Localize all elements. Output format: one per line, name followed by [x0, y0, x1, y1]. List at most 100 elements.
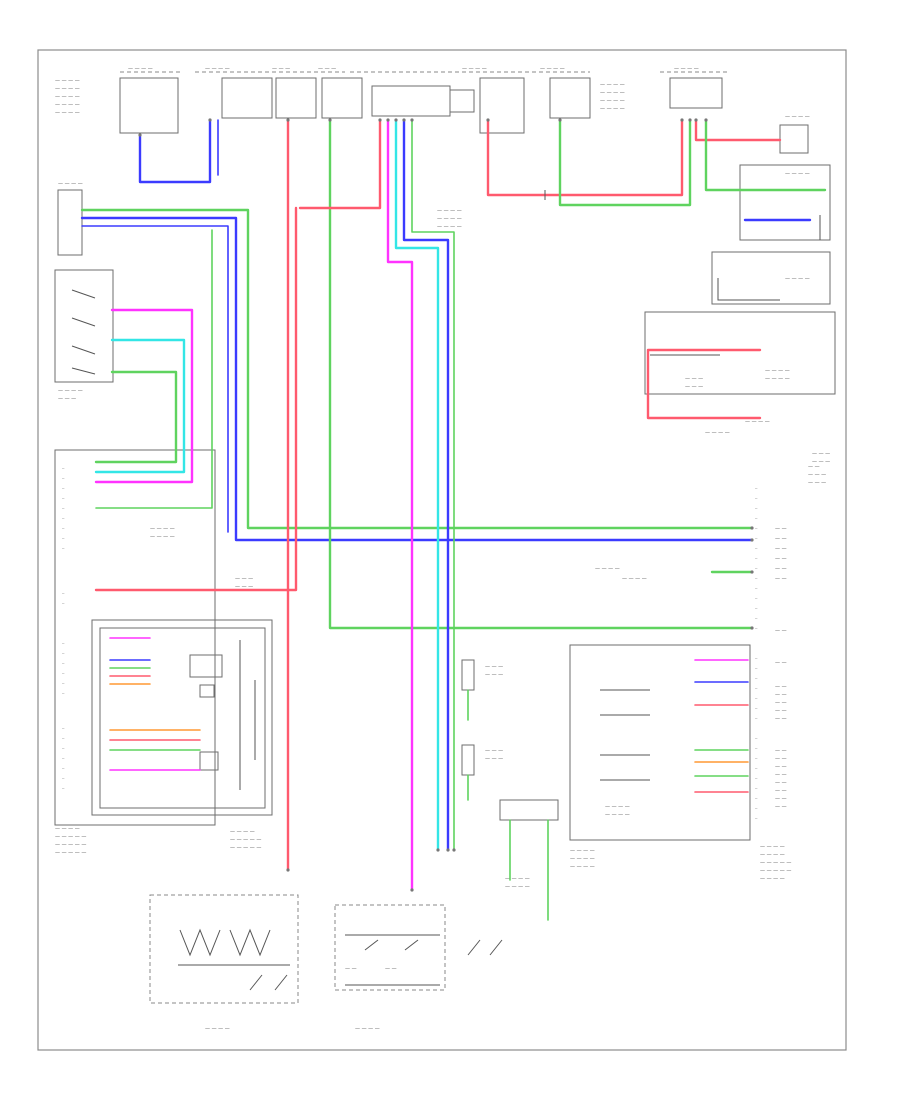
wire-green-lower-bus [328, 118, 754, 630]
svg-text:—: — [755, 546, 758, 551]
wire-blue-bus [80, 216, 754, 542]
svg-text:— —: — — [775, 566, 787, 572]
wire-blue-top-left [138, 118, 212, 184]
svg-text:— — — —: — — — — [760, 852, 785, 858]
terminals [138, 118, 754, 892]
svg-text:—: — [755, 776, 758, 781]
wire-magenta-switch [94, 308, 194, 484]
svg-text:—: — [755, 796, 758, 801]
svg-text:—: — [755, 606, 758, 611]
wire-green-bottom [509, 819, 549, 921]
svg-text:—: — [755, 666, 758, 671]
svg-text:— —: — — [775, 772, 787, 778]
wire-red-main [94, 118, 382, 872]
svg-text:— — — —: — — — — [745, 419, 770, 425]
svg-text:— — — —: — — — — [128, 66, 153, 72]
svg-text:— — —: — — — [272, 66, 290, 72]
svg-text:— — —: — — — [235, 584, 253, 590]
svg-text:— — — —: — — — — [205, 1026, 230, 1032]
svg-text:— —: — — [808, 464, 820, 470]
svg-text:— —: — — [775, 700, 787, 706]
svg-text:— — — —: — — — — [600, 98, 625, 104]
right-components: — — — — — — — — — — — — — — — — — — — — — — — — — — — — — — … [569, 464, 826, 882]
svg-text:— — — —: — — — — [622, 576, 647, 582]
svg-text:— — — —: — — — — [785, 276, 810, 282]
svg-text:— — — —: — — — — [765, 368, 790, 374]
svg-text:—: — [755, 766, 758, 771]
svg-text:—: — [62, 546, 65, 551]
svg-text:— — — —: — — — — [437, 216, 462, 222]
svg-text:— — — —: — — — — [505, 884, 530, 890]
svg-text:— —: — — [775, 788, 787, 794]
svg-text:— —: — — [775, 526, 787, 532]
svg-text:—: — [755, 576, 758, 581]
svg-text:— — — — —: — — — — — [55, 842, 86, 848]
svg-text:— —: — — [775, 684, 787, 690]
svg-text:— — —: — — — [485, 664, 503, 670]
svg-text:—: — [62, 671, 65, 676]
svg-text:— — — —: — — — — [462, 66, 487, 72]
svg-text:—: — [62, 756, 65, 761]
wire-cyan-switch [94, 338, 186, 474]
svg-text:—: — [62, 681, 65, 686]
svg-text:— — — —: — — — — [230, 829, 255, 835]
wire-green-switch-2 [95, 229, 213, 509]
svg-text:— — — —: — — — — [55, 78, 80, 84]
wire-black-right [650, 215, 821, 356]
wire-green-bus [80, 208, 754, 530]
svg-text:— —: — — [775, 708, 787, 714]
svg-text:— —: — — [775, 748, 787, 754]
svg-text:— —: — — [775, 536, 787, 542]
svg-text:—: — [755, 536, 758, 541]
svg-text:—: — [755, 496, 758, 501]
wire-green-vertical [411, 119, 455, 851]
svg-text:— —: — — [775, 576, 787, 582]
svg-text:— — — —: — — — — [55, 86, 80, 92]
svg-text:—: — [62, 591, 65, 596]
svg-text:— —: — — [775, 660, 787, 666]
wire-blue-vertical [402, 118, 450, 852]
svg-text:— — — — —: — — — — — [230, 845, 261, 851]
svg-text:— —: — — [775, 780, 787, 786]
svg-text:— — — —: — — — — [570, 864, 595, 870]
svg-text:— — — —: — — — — [605, 812, 630, 818]
svg-text:— — — —: — — — — [58, 181, 83, 187]
svg-text:— — —: — — — [808, 480, 826, 486]
svg-text:—: — [755, 596, 758, 601]
svg-text:— — — — —: — — — — — [760, 860, 791, 866]
svg-text:—: — [755, 626, 758, 631]
wire-blue-bus-2 [81, 225, 229, 533]
svg-text:—: — [62, 516, 65, 521]
svg-text:— — — — —: — — — — — [55, 834, 86, 840]
svg-text:— — — —: — — — — [437, 224, 462, 230]
svg-text:— — —: — — — [318, 66, 336, 72]
svg-text:— — —: — — — [812, 459, 830, 465]
svg-text:— — —: — — — [485, 672, 503, 678]
wire-black-ground [239, 190, 546, 790]
svg-text:—: — [755, 656, 758, 661]
wire-red-right-loop [646, 348, 762, 420]
svg-text:—: — [755, 516, 758, 521]
svg-text:— — — — —: — — — — — [230, 837, 261, 843]
svg-text:—: — [755, 696, 758, 701]
svg-text:— — —: — — — [485, 748, 503, 754]
svg-text:—: — [62, 476, 65, 481]
svg-text:— —: — — [385, 966, 397, 972]
wires [80, 118, 827, 921]
svg-text:—: — [755, 676, 758, 681]
svg-text:— — — —: — — — — [540, 66, 565, 72]
svg-text:— — — —: — — — — [150, 534, 175, 540]
wire-green-right [558, 118, 827, 207]
svg-text:—: — [755, 816, 758, 821]
svg-text:—: — [755, 586, 758, 591]
svg-text:— —: — — [775, 628, 787, 634]
svg-text:—: — [755, 686, 758, 691]
svg-text:— — —: — — — [685, 384, 703, 390]
svg-text:— — — —: — — — — [55, 110, 80, 116]
svg-text:— — — —: — — — — [570, 856, 595, 862]
svg-text:— — —: — — — [685, 376, 703, 382]
svg-text:—: — [62, 786, 65, 791]
svg-text:— — — — —: — — — — — [55, 850, 86, 856]
wire-green-switch [94, 370, 178, 464]
svg-text:— —: — — [775, 796, 787, 802]
